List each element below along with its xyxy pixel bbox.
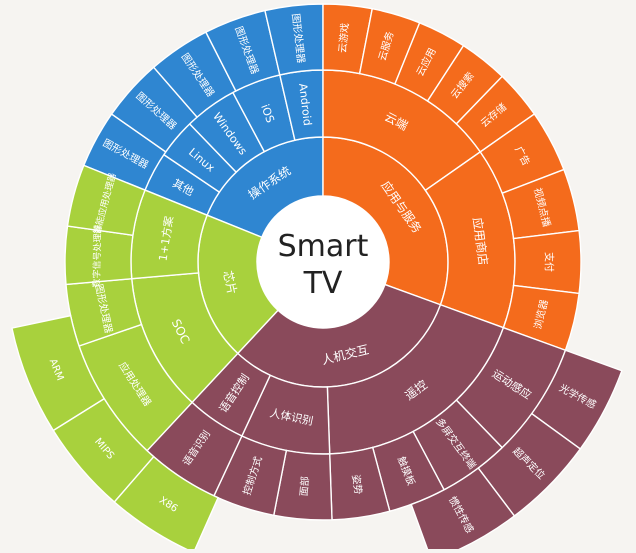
center-title-line1: Smart [278,229,369,264]
center-title-line2: TV [303,266,343,301]
label-app-pay: 支付 [543,252,556,272]
